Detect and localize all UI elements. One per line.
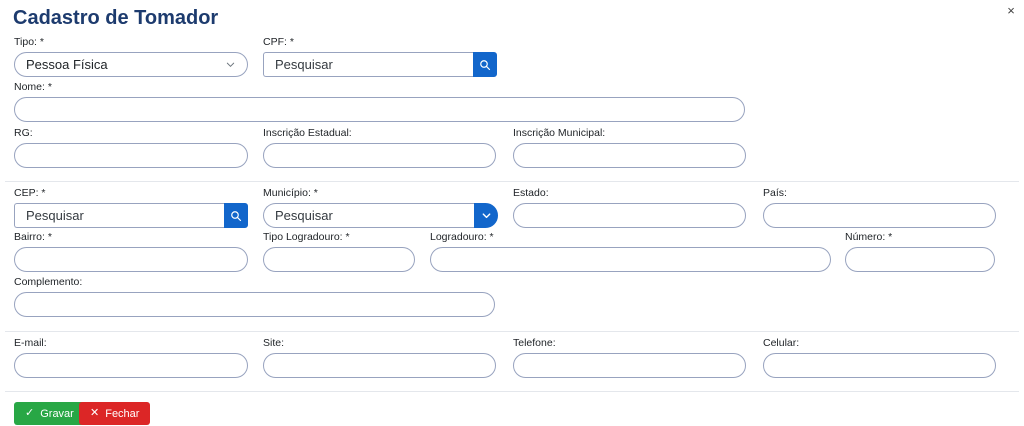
complemento-label: Complemento: — [14, 276, 83, 288]
close-button[interactable]: ✕ Fechar — [79, 402, 151, 425]
rg-label: RG: — [14, 127, 33, 139]
municipio-label: Município: * — [263, 187, 318, 199]
pais-input[interactable] — [763, 203, 996, 228]
field-cep: CEP: * — [14, 187, 248, 228]
section-divider — [5, 181, 1019, 182]
field-tipo-logradouro: Tipo Logradouro: * — [263, 231, 415, 272]
chevron-down-icon — [481, 210, 492, 221]
field-numero: Número: * — [845, 231, 995, 272]
field-complemento: Complemento: — [14, 276, 495, 317]
bairro-label: Bairro: * — [14, 231, 52, 243]
bairro-input[interactable] — [14, 247, 248, 272]
tipo-label: Tipo: * — [14, 36, 44, 48]
cep-input[interactable] — [14, 203, 224, 228]
field-logradouro: Logradouro: * — [430, 231, 831, 272]
site-input[interactable] — [263, 353, 496, 378]
footer-divider — [5, 391, 1019, 392]
field-cpf: CPF: * — [263, 36, 497, 77]
cpf-label: CPF: * — [263, 36, 294, 48]
estado-label: Estado: — [513, 187, 549, 199]
cep-label: CEP: * — [14, 187, 46, 199]
inscricao-estadual-input[interactable] — [263, 143, 496, 168]
cep-search-button[interactable] — [224, 203, 248, 228]
nome-input[interactable] — [14, 97, 745, 122]
save-button-label: Gravar — [40, 407, 74, 420]
cpf-search-button[interactable] — [473, 52, 497, 77]
pais-label: País: — [763, 187, 787, 199]
estado-input[interactable] — [513, 203, 746, 228]
rg-input[interactable] — [14, 143, 248, 168]
field-site: Site: — [263, 337, 496, 378]
cpf-input[interactable] — [263, 52, 473, 77]
field-inscricao-municipal: Inscrição Municipal: — [513, 127, 746, 168]
tipo-select-value: Pessoa Física — [26, 57, 108, 72]
celular-label: Celular: — [763, 337, 800, 349]
numero-input[interactable] — [845, 247, 995, 272]
complemento-input[interactable] — [14, 292, 495, 317]
logradouro-label: Logradouro: * — [430, 231, 494, 243]
numero-label: Número: * — [845, 231, 893, 243]
logradouro-input[interactable] — [430, 247, 831, 272]
section-divider — [5, 331, 1019, 332]
search-icon — [479, 59, 491, 71]
field-rg: RG: — [14, 127, 248, 168]
field-estado: Estado: — [513, 187, 746, 228]
nome-label: Nome: * — [14, 81, 52, 93]
field-municipio: Município: * — [263, 187, 498, 228]
x-icon: ✕ — [90, 407, 100, 419]
tipo-select[interactable]: Pessoa Física — [14, 52, 248, 77]
field-celular: Celular: — [763, 337, 996, 378]
inscricao-municipal-label: Inscrição Municipal: — [513, 127, 606, 139]
search-icon — [230, 210, 242, 222]
field-tipo: Tipo: * Pessoa Física — [14, 36, 248, 77]
page-title: Cadastro de Tomador — [13, 7, 219, 29]
tipo-logradouro-label: Tipo Logradouro: * — [263, 231, 350, 243]
site-label: Site: — [263, 337, 285, 349]
tipo-logradouro-input[interactable] — [263, 247, 415, 272]
inscricao-municipal-input[interactable] — [513, 143, 746, 168]
field-bairro: Bairro: * — [14, 231, 248, 272]
close-button-label: Fechar — [105, 407, 140, 420]
field-email: E-mail: — [14, 337, 248, 378]
check-icon: ✓ — [25, 407, 35, 419]
celular-input[interactable] — [763, 353, 996, 378]
field-pais: País: — [763, 187, 996, 228]
field-telefone: Telefone: — [513, 337, 746, 378]
inscricao-estadual-label: Inscrição Estadual: — [263, 127, 352, 139]
municipio-input[interactable] — [263, 203, 474, 228]
email-label: E-mail: — [14, 337, 47, 349]
save-button[interactable]: ✓ Gravar — [14, 402, 85, 425]
email-input[interactable] — [14, 353, 248, 378]
telefone-label: Telefone: — [513, 337, 556, 349]
telefone-input[interactable] — [513, 353, 746, 378]
municipio-dropdown-button[interactable] — [474, 203, 498, 228]
field-inscricao-estadual: Inscrição Estadual: — [263, 127, 496, 168]
chevron-down-icon — [225, 59, 236, 70]
close-icon[interactable]: × — [1007, 3, 1015, 18]
field-nome: Nome: * — [14, 81, 745, 122]
